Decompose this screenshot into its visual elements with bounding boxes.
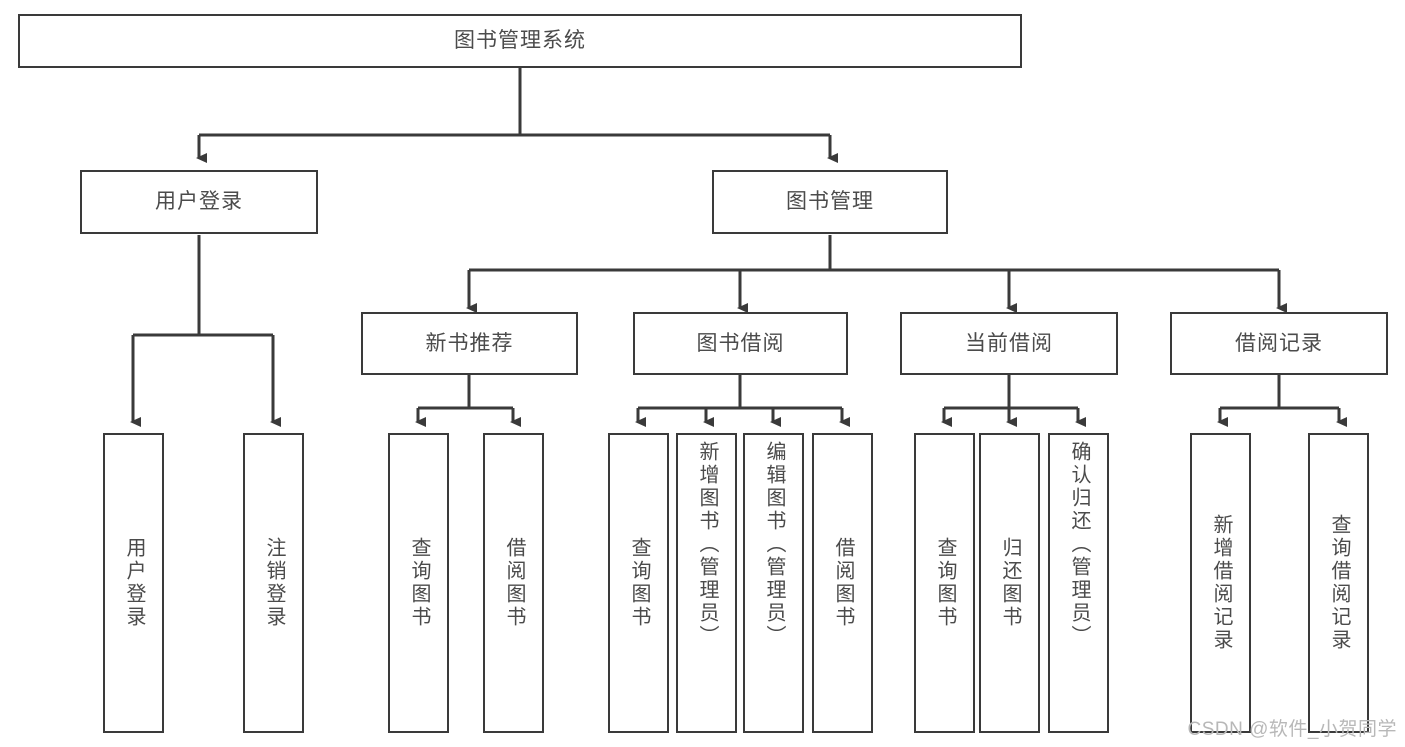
leaf-borrow-borrow-book[interactable]: 借阅图书 xyxy=(812,433,873,733)
node-new-book-recommend[interactable]: 新书推荐 xyxy=(361,312,578,375)
leaf-user-login-logout[interactable]: 注销登录 xyxy=(243,433,304,733)
node-user-login-label: 用户登录 xyxy=(155,190,243,214)
leaf-user-login-login-label: 用户登录 xyxy=(123,537,145,629)
leaf-borrow-edit-book[interactable]: 编辑图书（管理员） xyxy=(743,433,804,733)
leaf-current-return-book[interactable]: 归还图书 xyxy=(979,433,1040,733)
leaf-user-login-logout-label: 注销登录 xyxy=(263,537,285,629)
node-borrow-record[interactable]: 借阅记录 xyxy=(1170,312,1388,375)
node-book-borrow-label: 图书借阅 xyxy=(696,331,785,355)
leaf-record-add-record[interactable]: 新增借阅记录 xyxy=(1190,433,1251,733)
watermark-text: CSDN @软件_小贺同学 xyxy=(1187,719,1397,740)
leaf-record-query-record[interactable]: 查询借阅记录 xyxy=(1308,433,1369,733)
leaf-borrow-edit-book-label: 编辑图书（管理员） xyxy=(763,441,785,648)
leaf-record-add-record-label: 新增借阅记录 xyxy=(1210,514,1232,652)
node-book-management-label: 图书管理 xyxy=(786,190,874,214)
leaf-borrow-add-book[interactable]: 新增图书（管理员） xyxy=(676,433,737,733)
leaf-current-return-book-label: 归还图书 xyxy=(999,537,1021,629)
leaf-record-query-record-label: 查询借阅记录 xyxy=(1328,514,1350,652)
node-root-label: 图书管理系统 xyxy=(454,29,586,53)
leaf-borrow-add-book-label: 新增图书（管理员） xyxy=(696,441,718,648)
leaf-borrow-query-book-label: 查询图书 xyxy=(628,537,650,629)
node-user-login[interactable]: 用户登录 xyxy=(80,170,318,234)
leaf-recommend-borrow-book-label: 借阅图书 xyxy=(503,537,525,629)
node-book-management[interactable]: 图书管理 xyxy=(712,170,948,234)
leaf-current-query-book[interactable]: 查询图书 xyxy=(914,433,975,733)
leaf-borrow-query-book[interactable]: 查询图书 xyxy=(608,433,669,733)
leaf-current-query-book-label: 查询图书 xyxy=(934,537,956,629)
node-current-borrow-label: 当前借阅 xyxy=(965,331,1053,355)
leaf-borrow-borrow-book-label: 借阅图书 xyxy=(832,537,854,629)
leaf-recommend-query-book[interactable]: 查询图书 xyxy=(388,433,449,733)
leaf-recommend-query-book-label: 查询图书 xyxy=(408,537,430,629)
node-borrow-record-label: 借阅记录 xyxy=(1235,331,1323,355)
leaf-user-login-login[interactable]: 用户登录 xyxy=(103,433,164,733)
node-new-book-recommend-label: 新书推荐 xyxy=(425,331,514,355)
node-root[interactable]: 图书管理系统 xyxy=(18,14,1022,68)
leaf-current-confirm-return[interactable]: 确认归还（管理员） xyxy=(1048,433,1109,733)
node-book-borrow[interactable]: 图书借阅 xyxy=(633,312,848,375)
leaf-current-confirm-return-label: 确认归还（管理员） xyxy=(1068,441,1090,648)
node-current-borrow[interactable]: 当前借阅 xyxy=(900,312,1118,375)
leaf-recommend-borrow-book[interactable]: 借阅图书 xyxy=(483,433,544,733)
